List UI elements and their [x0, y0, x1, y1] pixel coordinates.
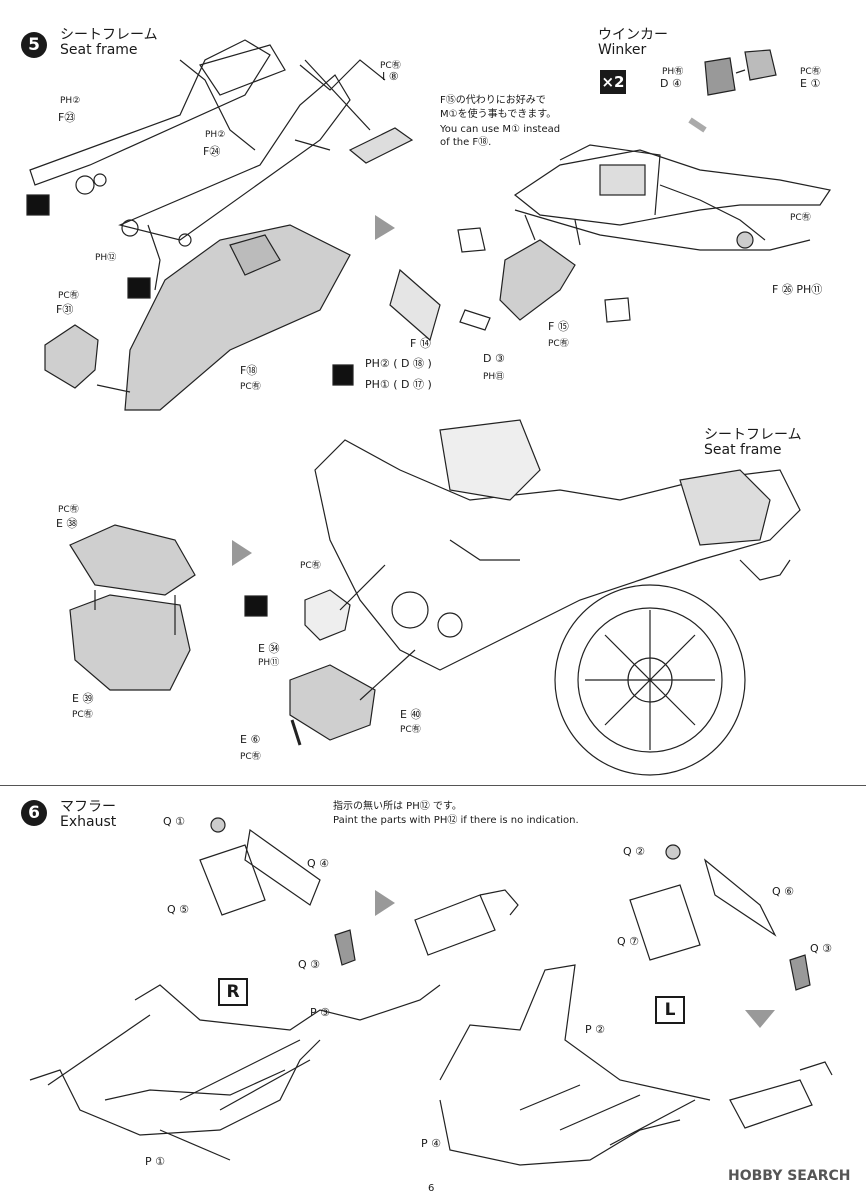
part-label-i8: I ⑧ — [382, 70, 399, 83]
exhaust-right-drawing — [439, 844, 833, 1166]
part-i8-drawing — [348, 127, 414, 164]
decal-label-d17: PH① ( D ⑰ ) — [365, 378, 432, 391]
paint-code: PH② — [205, 130, 226, 140]
winker-e1-drawing — [744, 49, 777, 81]
paint-code: PC㊒ — [548, 339, 569, 349]
winker-title-jp: ウインカー — [598, 27, 668, 43]
part-label-q3: Q ③ — [298, 958, 321, 971]
decal-label-d18: PH② ( D ⑱ ) — [365, 357, 432, 370]
paint-code: PC㊒ — [790, 213, 811, 223]
note-jp-line-1: F⑮の代わりにお好みで — [440, 95, 546, 106]
page-number: 6 — [428, 1183, 435, 1194]
part-label-q6: Q ⑥ — [772, 885, 795, 898]
part-label-f14: F ⑭ — [410, 337, 431, 350]
section-divider — [0, 785, 866, 786]
part-label-f26: F ㉖ PH⑪ — [772, 283, 823, 296]
step-5-title-en: Seat frame — [60, 42, 138, 58]
step-5-number: 5 — [21, 32, 47, 58]
tank-cover-e38-drawing — [69, 524, 196, 596]
paint-note-jp: 指示の無い所は PH⑫ です。 — [333, 801, 462, 812]
step-arrow-5a — [375, 215, 395, 240]
part-label-q5: Q ⑤ — [167, 903, 190, 916]
part-label-q2: Q ② — [623, 845, 646, 858]
part-label-p3: P ③ — [310, 1006, 330, 1019]
paint-code: PC㊒ — [58, 291, 79, 301]
part-label-p4: P ④ — [421, 1137, 441, 1150]
note-en-line-2: of the F⑱. — [440, 137, 492, 148]
tank-e39-drawing — [69, 594, 191, 691]
paint-code: PH② — [60, 96, 81, 106]
step-arrow-6b — [745, 1010, 775, 1028]
undertray-f18-drawing — [124, 224, 351, 411]
quantity-x2-badge: ×2 — [600, 70, 626, 94]
step-6-title-jp: マフラー — [60, 799, 116, 815]
paint-code: PC㊒ — [58, 505, 79, 515]
part-label-f24: F㉔ — [203, 145, 221, 158]
step-arrow-6a — [375, 890, 395, 916]
rear-frame-assembly-drawing — [513, 144, 831, 251]
paint-note-en: Paint the parts with PH⑫ if there is no … — [333, 815, 579, 826]
paint-code: PC㊒ — [300, 561, 321, 571]
motorcycle-drawing — [314, 419, 801, 776]
engine-cover-e40-drawing — [289, 664, 376, 741]
paint-code: PH⑪ — [258, 658, 280, 668]
paint-code: PH㊐ — [483, 372, 505, 382]
seat-frame-rails-drawing — [29, 39, 386, 247]
winker-d4-drawing — [704, 57, 736, 96]
part-label-d4: D ④ — [660, 77, 682, 90]
silencer-drawing — [414, 894, 496, 956]
note-jp-line-2: M①を使う事もできます。 — [440, 109, 557, 120]
exhaust-left-drawing — [29, 817, 441, 1161]
part-label-f18: F⑱ — [240, 364, 258, 377]
part-label-f31: F㉛ — [56, 303, 74, 316]
part-label-q7: Q ⑦ — [617, 935, 640, 948]
part-f31-drawing — [44, 324, 99, 389]
seat-frame-title-en: Seat frame — [704, 442, 782, 458]
step-5-title-jp: シートフレーム — [60, 27, 158, 43]
paint-code: PC㊒ — [240, 752, 261, 762]
part-label-q4: Q ④ — [307, 857, 330, 870]
part-label-f23: F㉓ — [58, 111, 76, 124]
note-en-line-1: You can use M① instead — [440, 124, 561, 135]
paint-code: PC㊒ — [400, 725, 421, 735]
part-label-e1: E ① — [800, 77, 821, 90]
part-label-d3: D ③ — [483, 352, 505, 365]
paint-code: PH㊒ — [662, 67, 684, 77]
part-label-e40: E ㊵ — [400, 708, 422, 721]
flip-icon — [332, 364, 354, 386]
part-label-e6: E ⑥ — [240, 733, 261, 746]
paint-code: PC㊒ — [800, 67, 821, 77]
bracket-f15-drawing — [499, 239, 576, 321]
side-badge-l: L — [655, 996, 685, 1024]
step-6-title-en: Exhaust — [60, 814, 117, 830]
watermark-logo: HOBBY SEARCH — [728, 1168, 851, 1184]
winker-title-en: Winker — [598, 42, 647, 58]
paint-code: PC㊒ — [240, 382, 261, 392]
step-6-number: 6 — [21, 800, 47, 826]
part-label-p1: P ① — [145, 1155, 165, 1168]
part-label-e34: E ㉞ — [258, 642, 280, 655]
paint-code: PH⑫ — [95, 253, 117, 263]
paint-code: PC㊒ — [72, 710, 93, 720]
seat-frame-title-jp: シートフレーム — [704, 427, 802, 443]
part-label-e38: E ㊳ — [56, 517, 78, 530]
part-label-p2: P ② — [585, 1023, 605, 1036]
side-badge-r: R — [218, 978, 248, 1006]
paint-code: PC㊒ — [380, 61, 401, 71]
step-arrow-5b — [232, 540, 252, 566]
part-label-q3-right: Q ③ — [810, 942, 833, 955]
part-label-q1: Q ① — [163, 815, 186, 828]
part-label-e39: E ㊴ — [72, 692, 94, 705]
part-label-f15: F ⑮ — [548, 320, 569, 333]
